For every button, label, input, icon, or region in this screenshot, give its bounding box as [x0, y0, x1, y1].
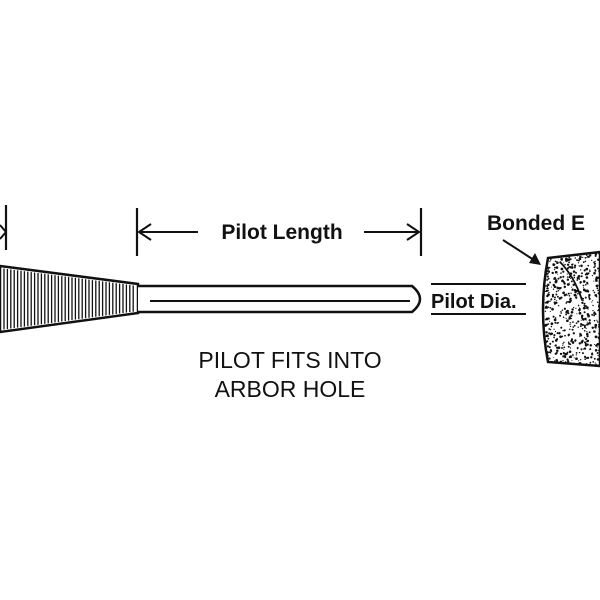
note-line-2: ARBOR HOLE [215, 376, 366, 402]
bonded-callout: Bonded E [487, 212, 585, 265]
pilot-shaft [138, 284, 422, 314]
pilot-dia-label: Pilot Dia. [431, 291, 517, 313]
left-dimension-mark [0, 205, 8, 250]
bonded-abrasive-wheel [541, 250, 600, 368]
arbor-note: PILOT FITS INTO ARBOR HOLE [198, 347, 381, 402]
pilot-dia-callout: Pilot Dia. [431, 283, 526, 315]
knurled-taper [0, 264, 140, 334]
bonded-label: Bonded E [487, 212, 585, 235]
pilot-length-label: Pilot Length [221, 221, 342, 244]
note-line-1: PILOT FITS INTO [198, 347, 381, 373]
pilot-length-dimension: Pilot Length [135, 208, 423, 256]
knurl-lines [3, 268, 134, 330]
